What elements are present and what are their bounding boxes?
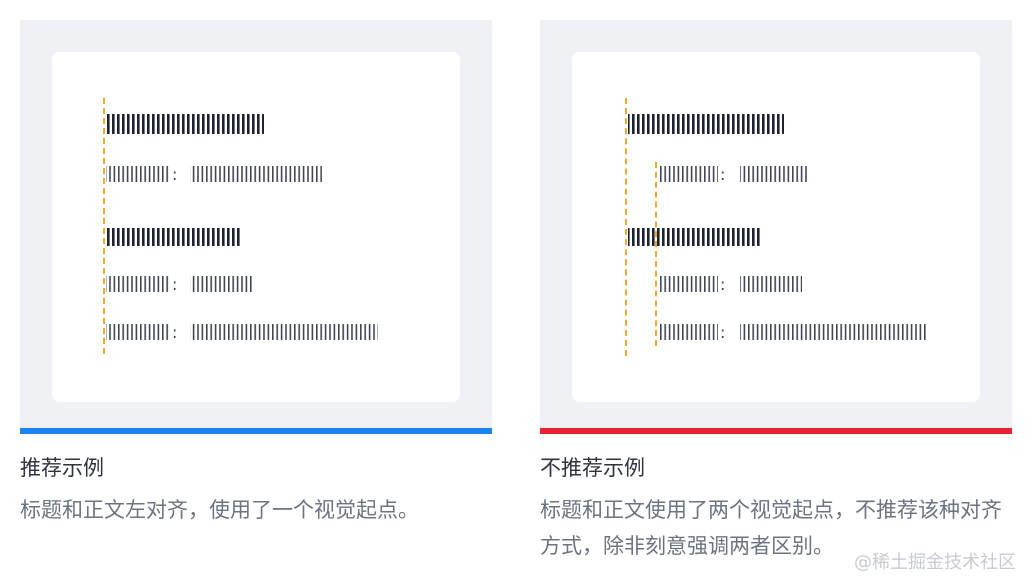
body-placeholder-3: : bbox=[106, 323, 378, 342]
body-placeholder-1: : bbox=[658, 165, 808, 184]
body-placeholder-2: : bbox=[106, 275, 252, 294]
placeholder-text-lines: : : : bbox=[628, 114, 928, 342]
alignment-guide bbox=[103, 98, 105, 354]
svg-text::: : bbox=[172, 275, 177, 294]
body-alignment-guide bbox=[655, 162, 657, 346]
recommended-accent-bar bbox=[20, 428, 492, 434]
body-placeholder-3: : bbox=[658, 323, 928, 342]
heading-placeholder-2 bbox=[106, 228, 242, 246]
heading-placeholder-1 bbox=[106, 114, 264, 134]
heading-placeholder-2 bbox=[628, 228, 762, 246]
recommended-title: 推荐示例 bbox=[20, 456, 104, 480]
svg-text::: : bbox=[720, 275, 725, 294]
svg-text::: : bbox=[172, 323, 177, 342]
not-recommended-illustration: : : : bbox=[540, 20, 1012, 428]
svg-text::: : bbox=[172, 165, 177, 184]
not-recommended-illustration-canvas: : : : bbox=[572, 52, 980, 402]
heading-alignment-guide bbox=[625, 98, 627, 356]
watermark: @稀土掘金技术社区 bbox=[854, 552, 1016, 573]
heading-placeholder-1 bbox=[628, 114, 784, 134]
recommended-example-card: : : : bbox=[20, 20, 492, 528]
svg-text::: : bbox=[720, 323, 725, 342]
not-recommended-description: 标题和正文使用了两个视觉起点，不推荐该种对齐方式，除非刻意强调两者区别。 bbox=[540, 498, 1002, 558]
not-recommended-title: 不推荐示例 bbox=[540, 456, 645, 480]
not-recommended-example-card: : : : bbox=[540, 20, 1012, 564]
placeholder-text-lines: : : : bbox=[106, 114, 378, 342]
body-placeholder-1: : bbox=[106, 165, 322, 184]
recommended-illustration-canvas: : : : bbox=[52, 52, 460, 402]
recommended-illustration: : : : bbox=[20, 20, 492, 428]
svg-text::: : bbox=[720, 165, 725, 184]
not-recommended-accent-bar bbox=[540, 428, 1012, 434]
recommended-description: 标题和正文左对齐，使用了一个视觉起点。 bbox=[20, 498, 419, 522]
body-placeholder-2: : bbox=[658, 275, 802, 294]
